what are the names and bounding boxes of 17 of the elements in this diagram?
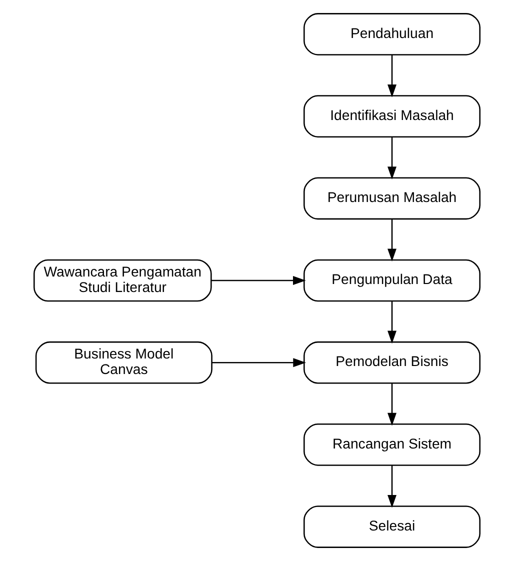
node-box: Perumusan Masalah xyxy=(303,177,480,220)
arrow xyxy=(387,301,396,344)
arrow xyxy=(387,136,396,180)
node-box: Rancangan Sistem xyxy=(303,424,480,466)
node-box: Pemodelan Bisnis xyxy=(303,341,480,384)
node-box: Selesai xyxy=(303,506,480,548)
arrow xyxy=(387,383,396,426)
node-box: Pendahuluan xyxy=(303,13,480,56)
node-box: Pengumpulan Data xyxy=(303,259,480,302)
node-box: Wawancara Pengamatan Studi Literatur xyxy=(32,259,212,302)
arrow xyxy=(387,218,396,262)
node-box: Business Model Canvas xyxy=(34,341,212,384)
arrow xyxy=(387,465,396,508)
arrow xyxy=(211,276,306,285)
arrow xyxy=(387,54,396,98)
arrow xyxy=(211,358,306,368)
node-box: Identifikasi Masalah xyxy=(303,95,480,138)
